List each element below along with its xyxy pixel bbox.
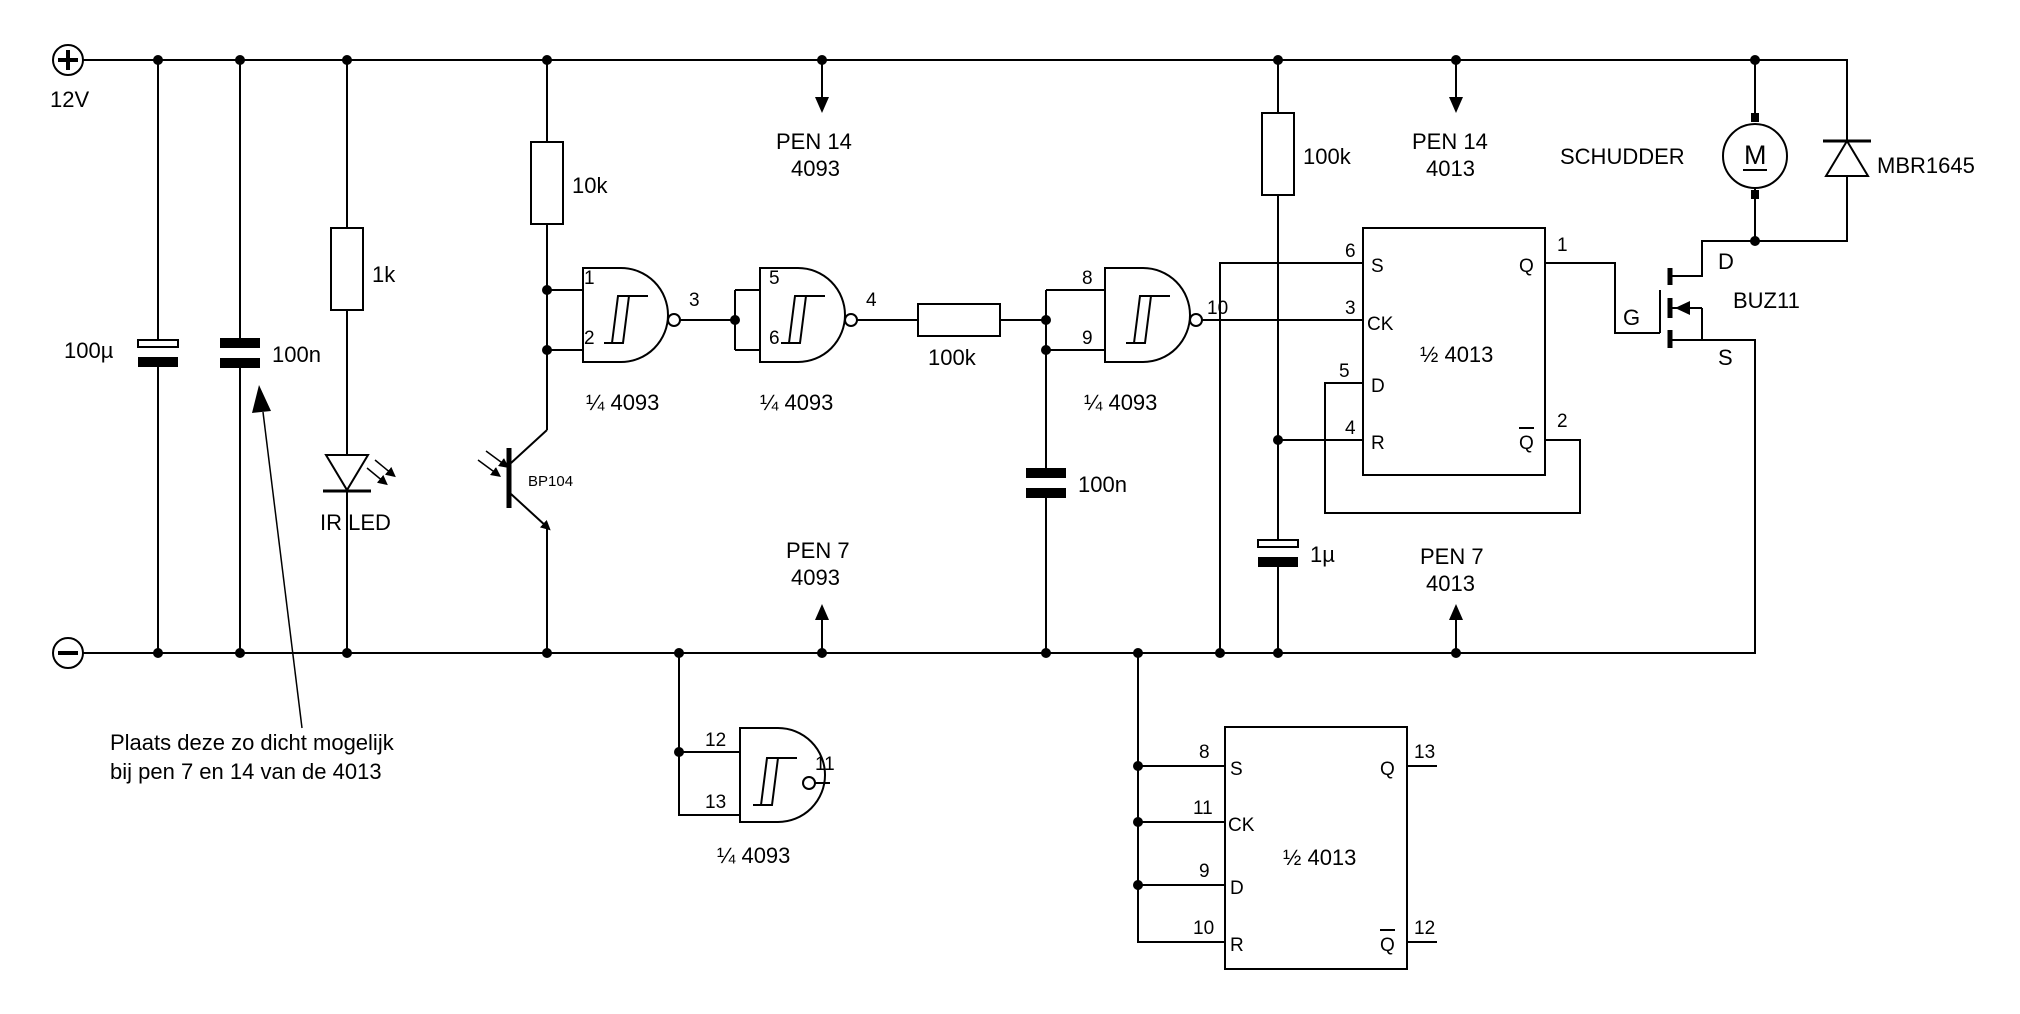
r4-value-label: 100k [1303, 144, 1352, 169]
resistor-r2 [530, 60, 564, 430]
g3-label: ¼ 4093 [1084, 390, 1157, 415]
ff2-pin-d: 9 [1199, 861, 1210, 882]
c4-value-label: 1µ [1310, 542, 1335, 567]
phototransistor-label: BP104 [528, 473, 573, 490]
negative-rail [83, 339, 1756, 654]
motor-symbol: M [1744, 140, 1767, 170]
note-line2: bij pen 7 en 14 van de 4013 [110, 759, 382, 784]
c2-value-label: 100n [272, 342, 321, 367]
capacitor-c2 [220, 60, 260, 653]
g3-pin10: 10 [1207, 298, 1228, 319]
pen14-4093-arrow [815, 60, 829, 113]
ff1-label: ½ 4013 [1420, 342, 1493, 367]
positive-rail [83, 59, 1848, 133]
ff1-ck: CK [1367, 314, 1394, 335]
mosfet-g-label: G [1623, 305, 1640, 330]
mosfet-d-label: D [1718, 249, 1734, 274]
led-label: IR LED [320, 510, 391, 535]
ff1-pin-ck: 3 [1345, 298, 1356, 319]
nand-gate-g4 [739, 727, 830, 823]
ff2-d: D [1230, 878, 1244, 899]
plus-terminal [52, 44, 84, 76]
phototransistor-bp104 [477, 429, 551, 653]
ff2-label: ½ 4013 [1283, 845, 1356, 870]
ff2-s: S [1230, 759, 1243, 780]
flipflop-ff2 [1224, 726, 1408, 970]
pen7-4013-line2: 4013 [1426, 571, 1475, 596]
note-line1: Plaats deze zo dicht mogelijk [110, 730, 395, 755]
ff1-pin-s: 6 [1345, 241, 1356, 262]
ff1-pin-d: 5 [1339, 361, 1350, 382]
nand-gate-g3 [1104, 267, 1203, 363]
ff1-pin-q: 1 [1557, 235, 1568, 256]
ff1-pin-r: 4 [1345, 418, 1356, 439]
ff1-q: Q [1519, 256, 1534, 277]
ff2-pin-q: 13 [1414, 742, 1435, 763]
ff2-qbar: Q [1380, 935, 1395, 956]
g1-label: ¼ 4093 [586, 390, 659, 415]
ff1-qbar: Q [1519, 433, 1534, 454]
g4-pin12: 12 [705, 730, 726, 751]
ff2-pin-s: 8 [1199, 742, 1210, 763]
g2-pin6: 6 [769, 328, 780, 349]
g1-pin3: 3 [689, 290, 700, 311]
g3-pin8: 8 [1082, 268, 1093, 289]
diode-label: MBR1645 [1877, 153, 1975, 178]
ff2-pin-r: 10 [1193, 918, 1214, 939]
flipflop-ff1 [1362, 227, 1546, 476]
c3-value-label: 100n [1078, 472, 1127, 497]
c1-value-label: 100µ [64, 338, 114, 363]
capacitor-c3 [1026, 468, 1066, 653]
resistor-r4 [1261, 60, 1295, 540]
r1-value-label: 1k [372, 262, 396, 287]
g4-pin11: 11 [815, 754, 835, 775]
g3-pin9: 9 [1082, 328, 1093, 349]
g1-pin2: 2 [584, 328, 595, 349]
ff2-q: Q [1380, 759, 1395, 780]
mosfet-s-label: S [1718, 345, 1733, 370]
ff2-pin-ck: 11 [1193, 798, 1213, 819]
ff2-ck: CK [1228, 815, 1255, 836]
ff1-pin-qbar: 2 [1557, 411, 1568, 432]
ff2-r: R [1230, 935, 1244, 956]
r3-value-label: 100k [928, 345, 977, 370]
mosfet-label: BUZ11 [1733, 288, 1800, 313]
diode-d1 [1755, 133, 1871, 242]
capacitor-c1 [137, 60, 179, 653]
pen7-4013-line1: PEN 7 [1420, 544, 1484, 569]
ff2-pin-qbar: 12 [1414, 918, 1435, 939]
ff1-r: R [1371, 433, 1385, 454]
ff1-s: S [1371, 256, 1384, 277]
g2-pin4: 4 [866, 290, 877, 311]
pen14-4013-line2: 4013 [1426, 156, 1475, 181]
resistor-r1 [330, 60, 364, 455]
capacitor-c4 [1257, 539, 1299, 653]
r2-value-label: 10k [572, 173, 608, 198]
g1-pin1: 1 [584, 268, 595, 289]
junction-dots [153, 55, 1760, 890]
pen7-4093-line2: 4093 [791, 565, 840, 590]
resistor-r3 [857, 303, 1046, 337]
pen7-4093-line1: PEN 7 [786, 538, 850, 563]
ff1-d: D [1371, 376, 1385, 397]
g4-pin13: 13 [705, 792, 726, 813]
pen14-4013-line1: PEN 14 [1412, 129, 1488, 154]
g4-label: ¼ 4093 [717, 843, 790, 868]
nand-gate-g2 [759, 267, 858, 363]
pen7-4013-arrow [1449, 604, 1463, 653]
pen14-4013-arrow [1449, 60, 1463, 113]
note-pointer-arrow [252, 385, 303, 729]
g2-pin5: 5 [769, 268, 780, 289]
pen7-4093-arrow [815, 604, 829, 653]
motor-label: SCHUDDER [1560, 144, 1685, 169]
ir-led [323, 454, 396, 653]
pen14-4093-line2: 4093 [791, 156, 840, 181]
nand-gate-g1 [582, 267, 681, 363]
pen14-4093-line1: PEN 14 [776, 129, 852, 154]
minus-terminal [52, 637, 84, 669]
supply-voltage-label: 12V [50, 87, 89, 112]
g2-label: ¼ 4093 [760, 390, 833, 415]
motor-m1 [1722, 60, 1788, 241]
